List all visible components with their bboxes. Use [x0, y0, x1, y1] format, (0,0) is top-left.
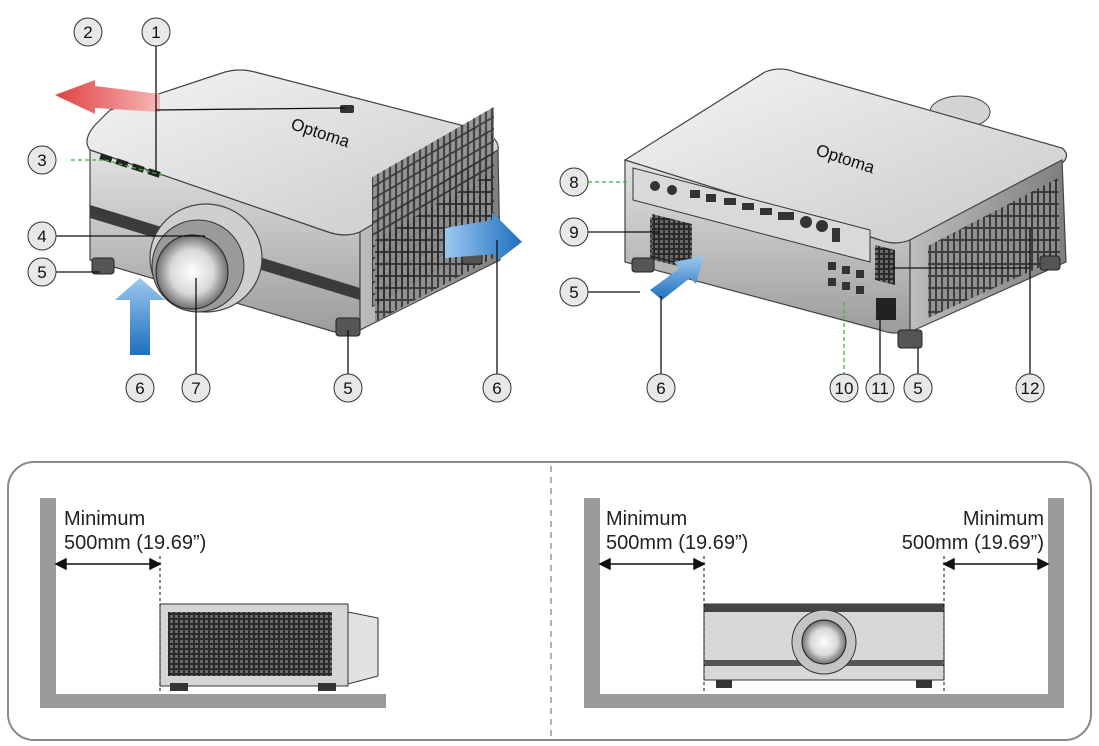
svg-text:1: 1	[151, 23, 160, 42]
svg-text:5: 5	[37, 263, 46, 282]
side-view-wall	[40, 498, 386, 708]
svg-text:5: 5	[913, 379, 922, 398]
svg-text:8: 8	[569, 173, 578, 192]
front-view-left-dimension-arrow-icon	[598, 556, 706, 694]
callout-12: 12	[1015, 373, 1045, 403]
svg-text:6: 6	[492, 379, 501, 398]
callout-7: 7	[181, 373, 211, 403]
svg-text:6: 6	[656, 379, 665, 398]
intake-arrow-side-icon	[445, 212, 522, 262]
front-projector-illustration: Optoma	[86, 69, 501, 337]
callout-6-front-bottom: 6	[125, 373, 155, 403]
front-view-left-min-label: Minimum	[606, 508, 687, 530]
intake-arrow-up-icon	[115, 278, 165, 355]
side-view-distance-label: 500mm (19.69”)	[64, 532, 206, 554]
callout-9: 9	[559, 217, 589, 247]
rear-projector-illustration: Optoma	[623, 68, 1068, 349]
rear-intake-arrow-icon	[650, 256, 704, 300]
callout-6-rear: 6	[646, 373, 676, 403]
svg-text:10: 10	[835, 379, 854, 398]
svg-text:4: 4	[37, 227, 46, 246]
callout-8: 8	[559, 167, 589, 197]
rear-leader-lines	[588, 181, 1031, 374]
callout-6-front-side: 6	[482, 373, 512, 403]
callout-4: 4	[27, 221, 57, 251]
callout-5-rear-right: 5	[903, 373, 933, 403]
svg-text:5: 5	[343, 379, 352, 398]
svg-text:12: 12	[1021, 379, 1040, 398]
side-view-projector	[159, 603, 379, 691]
svg-text:5: 5	[569, 283, 578, 302]
svg-text:2: 2	[83, 23, 92, 42]
front-view-left-distance-label: 500mm (19.69”)	[606, 532, 748, 554]
callout-5-rear-left: 5	[559, 277, 589, 307]
front-view-walls	[584, 498, 1064, 708]
svg-text:11: 11	[871, 379, 889, 398]
exhaust-arrow-icon	[55, 80, 160, 114]
callout-10: 10	[829, 373, 859, 403]
svg-text:9: 9	[569, 223, 578, 242]
side-view-min-label: Minimum	[64, 508, 145, 530]
svg-text:3: 3	[37, 151, 46, 170]
callout-2: 2	[73, 17, 103, 47]
side-view-dimension-arrow-icon	[54, 556, 162, 694]
front-view-projector	[703, 603, 945, 688]
front-view-right-dimension-arrow-icon	[942, 556, 1050, 694]
callout-1: 1	[141, 17, 171, 47]
front-view-right-min-label: Minimum	[963, 508, 1044, 530]
callout-5-front-left: 5	[27, 257, 57, 287]
callout-5-front-right: 5	[333, 373, 363, 403]
callout-3: 3	[27, 145, 57, 175]
callout-11: 11	[865, 373, 895, 403]
svg-text:7: 7	[191, 379, 200, 398]
front-view-right-distance-label: 500mm (19.69”)	[902, 532, 1044, 554]
front-leader-lines	[55, 46, 498, 374]
svg-text:6: 6	[135, 379, 144, 398]
